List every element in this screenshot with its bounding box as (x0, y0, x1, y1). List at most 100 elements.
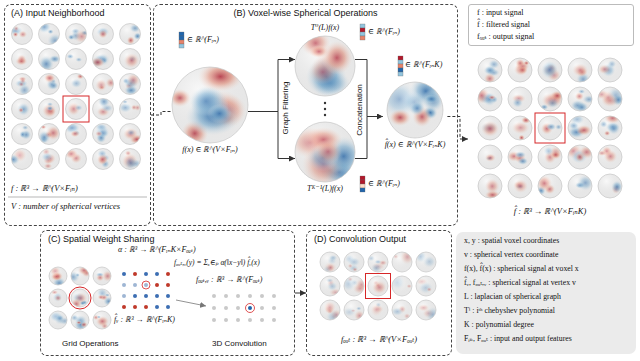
sphere-outline (538, 174, 562, 198)
sphere-outline (344, 300, 364, 320)
sphere-glyph (568, 58, 592, 86)
sphere-base (39, 99, 60, 120)
sphere-base (416, 300, 436, 320)
sphere-shade (508, 87, 532, 111)
sphere-shade (392, 252, 412, 272)
sphere-shade (93, 124, 114, 145)
sphere-outline (478, 87, 502, 111)
sphere-glyph (7, 148, 32, 169)
sphere-base (598, 116, 622, 140)
sphere-glyph (66, 49, 87, 70)
sphere-base (478, 87, 502, 111)
notation-entry: Fᵢₙ, Fₒᵤₜ : input and output features (464, 335, 572, 344)
highlight-ring (69, 287, 91, 309)
sphere-outline (93, 149, 114, 170)
sphere-base (295, 122, 355, 182)
sphere-outline (120, 49, 141, 70)
sphere-outline (368, 252, 388, 272)
sphere-outline (49, 267, 67, 285)
sphere-shade (478, 116, 502, 140)
sphere-glyph (478, 145, 502, 169)
sphere-shade (12, 74, 33, 95)
sphere-outline (320, 252, 340, 272)
sphere-outline (295, 122, 355, 182)
sphere-glyph (538, 116, 562, 140)
sphere-outline (39, 49, 60, 70)
key-box: f : input signalf̂ : filtered signalfₒᵤₜ… (468, 4, 634, 46)
sphere-base (320, 276, 340, 296)
sphere-base (71, 289, 89, 307)
dimension-label: ∈ ℝ^(Fᵢₙ) (187, 35, 219, 44)
feature-bar (360, 188, 365, 192)
sphere-outline (93, 124, 114, 145)
sphere-base (93, 24, 114, 45)
sphere-glyph (39, 49, 61, 73)
grid-dot (144, 283, 148, 287)
highlight-box (535, 113, 565, 143)
sphere-base (12, 49, 33, 70)
sphere-shade (49, 289, 67, 307)
sphere-shade (538, 87, 562, 111)
grid-dot (236, 306, 240, 310)
notation-entry: v : spherical vertex coordinate (464, 251, 558, 260)
panel-title: (A) Input Neighborhood (11, 8, 105, 18)
sphere-base (598, 145, 622, 169)
sphere-base (368, 300, 388, 320)
sphere-shade (66, 24, 87, 45)
sphere-glyph (91, 49, 114, 70)
sphere-glyph (320, 300, 343, 325)
highlight-box (63, 96, 89, 122)
sphere-shade (93, 311, 111, 329)
sphere-shade (93, 267, 111, 285)
sphere-outline (93, 74, 114, 95)
grid-dot (155, 283, 159, 287)
sphere-base (568, 116, 592, 140)
sphere-shade (66, 74, 87, 95)
notation-entry: f̂ᵥ, fₒᵤₜ,ᵥ : spherical signal at vertex… (464, 279, 576, 288)
stage-label: 3D Convolution (212, 339, 267, 348)
sphere-shade (295, 122, 355, 182)
sphere-outline (416, 276, 436, 296)
sphere-shade (93, 49, 114, 70)
sphere-outline (478, 174, 502, 198)
sphere-base (598, 58, 622, 82)
dimension-label: ∈ ℝ^(FᵢₙK) (405, 60, 442, 69)
sphere-glyph (478, 116, 502, 140)
sphere-glyph (39, 99, 60, 120)
sphere-glyph (93, 24, 114, 45)
sphere-shade (598, 145, 622, 169)
grid-dot (133, 294, 137, 298)
sphere-shade (66, 149, 87, 170)
sphere-base (538, 174, 562, 198)
sphere-shade (120, 49, 141, 70)
sphere-outline (598, 174, 622, 198)
sphere-outline (538, 145, 562, 169)
sphere-shade (368, 276, 388, 296)
sphere-base (344, 276, 364, 296)
sphere-glyph (67, 266, 91, 285)
sphere-shade (39, 149, 60, 170)
sphere-outline (49, 289, 67, 307)
sphere-outline (71, 267, 89, 285)
sphere-outline (71, 289, 89, 307)
sphere-shade (93, 149, 114, 170)
sphere-base (49, 311, 67, 329)
sphere-shade (568, 58, 592, 82)
sphere-glyph (390, 275, 412, 296)
sphere-glyph (71, 311, 89, 332)
sphere-glyph (119, 99, 141, 120)
notation-entry: Tⁱ : iᵗʰ chebyshev polynomial (464, 307, 555, 316)
sphere-node: T⁰(L)f(x) (295, 23, 355, 96)
key-entry: f̂ : filtered signal (477, 20, 530, 29)
sphere-shade (93, 24, 114, 45)
notation-box: x, y : spatial voxel coordinatesv : sphe… (456, 232, 636, 354)
grid-dot (260, 294, 264, 298)
grid-dot (155, 305, 159, 309)
grid-dot (224, 318, 228, 322)
sphere-glyph (12, 99, 33, 120)
sphere-outline (120, 124, 141, 145)
sphere-outline (508, 145, 532, 169)
grid-dot (155, 294, 159, 298)
grid-dot (212, 318, 216, 322)
sphere-outline (568, 87, 592, 111)
